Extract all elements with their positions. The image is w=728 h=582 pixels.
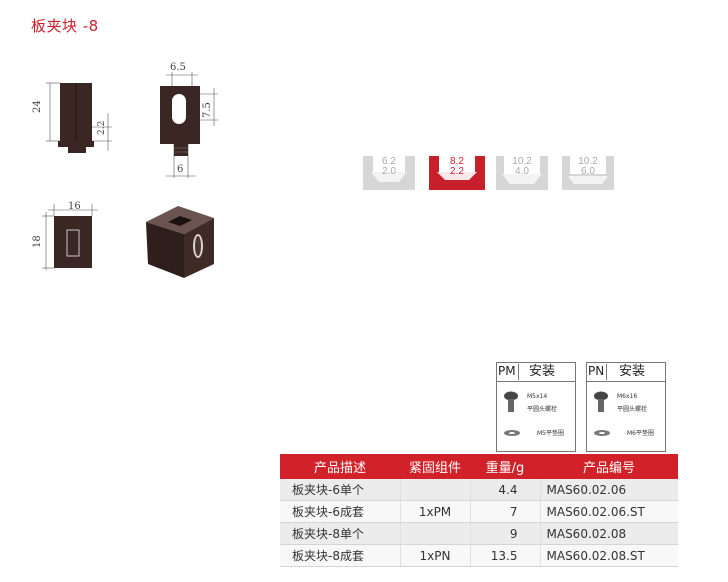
cell-weight: 13.5 [469,544,540,567]
profile-option-1[interactable]: 6.2 2.0 [363,156,415,190]
table-row: 板夹块-6成套 1xPM 7 MAS60.02.06.ST [280,500,678,523]
screw-size-pn: M6x16 [617,393,638,400]
dim-width: 6.5 [170,62,186,73]
cell-description: 板夹块-8单个 [280,522,400,545]
table-row: 板夹块-8单个 9 MAS60.02.08 [280,522,678,545]
table-header-row: 产品描述 紧固组件 重量/g 产品编号 [280,454,678,479]
header-fastener-kit: 紧固组件 [400,454,470,479]
cell-description: 板夹块-6单个 [280,479,400,501]
dim-stem: 6 [177,164,183,175]
bolt-icon [504,391,518,412]
cell-code: MAS60.02.06.ST [539,500,678,523]
top-view-drawing: 16 18 [32,201,98,270]
washer-icon [504,430,520,436]
cell-description: 板夹块-8成套 [280,544,400,567]
cell-kit: 1xPM [399,500,470,523]
cell-description: 板夹块-6成套 [280,500,400,523]
header-description: 产品描述 [280,454,400,479]
profile-3-line2: 4.0 [515,166,529,177]
profile-1-line2: 2.0 [382,166,396,177]
bolt-icon [594,391,608,412]
profile-2-line1: 8.2 [450,156,464,167]
install-box-pm: PM 安装 M5x14 平圆头螺栓 M5平垫圈 [496,362,576,452]
install-code-pm: PM [498,364,519,380]
install-label-pn: 安装 [619,364,646,379]
profile-4-line2: 6.0 [581,166,595,177]
cell-weight: 4.4 [469,479,540,501]
install-label-pm: 安装 [529,364,556,379]
profile-option-2-selected[interactable]: 8.2 2.2 [429,156,485,190]
screw-desc-pm: 平圆头螺栓 [527,406,558,413]
dim-top-height: 18 [32,235,43,248]
profile-option-4[interactable]: 10.2 6.0 [562,156,614,190]
install-box-pn: PN 安装 M6x16 平圆头螺栓 M6平垫圈 [586,362,666,452]
cell-kit [399,479,470,501]
table-row: 板夹块-8成套 1xPN 13.5 MAS60.02.08.ST [280,544,678,567]
header-product-code: 产品编号 [540,454,678,479]
cell-code: MAS60.02.08.ST [539,544,678,567]
profile-4-line1: 10.2 [578,156,598,167]
table-row: 板夹块-6单个 4.4 MAS60.02.06 [280,479,678,501]
cell-code: MAS60.02.06 [539,479,678,501]
dim-top-width: 16 [68,201,81,212]
part-3d-render [146,206,214,278]
screw-size-pm: M5x14 [527,393,548,400]
side-view-drawing: 24 2.2 [32,82,112,153]
cell-kit [399,522,470,545]
cell-kit: 1xPN [399,544,470,567]
profile-2-line2: 2.2 [450,166,464,177]
screw-desc-pn: 平圆头螺栓 [617,406,648,413]
install-code-pn: PN [588,364,608,380]
profile-option-3[interactable]: 10.2 4.0 [496,156,548,190]
dim-slot: 7.5 [202,102,213,118]
dim-tab: 2.2 [97,121,107,135]
washer-icon [594,430,610,436]
profile-3-line1: 10.2 [512,156,532,167]
dim-height: 24 [32,100,43,113]
spec-table: 产品描述 紧固组件 重量/g 产品编号 板夹块-6单个 4.4 MAS60.02… [280,454,678,567]
cell-weight: 9 [469,522,540,545]
header-weight: 重量/g [470,454,540,479]
page-title: 板夹块 -8 [31,17,99,35]
cell-weight: 7 [469,500,540,523]
washer-pn: M6平垫圈 [627,430,654,437]
washer-pm: M5平垫圈 [537,430,564,437]
cell-code: MAS60.02.08 [539,522,678,545]
profile-1-line1: 6.2 [382,156,396,167]
part-top [54,216,92,268]
front-view-drawing: 6.5 7.5 6 [160,62,218,178]
